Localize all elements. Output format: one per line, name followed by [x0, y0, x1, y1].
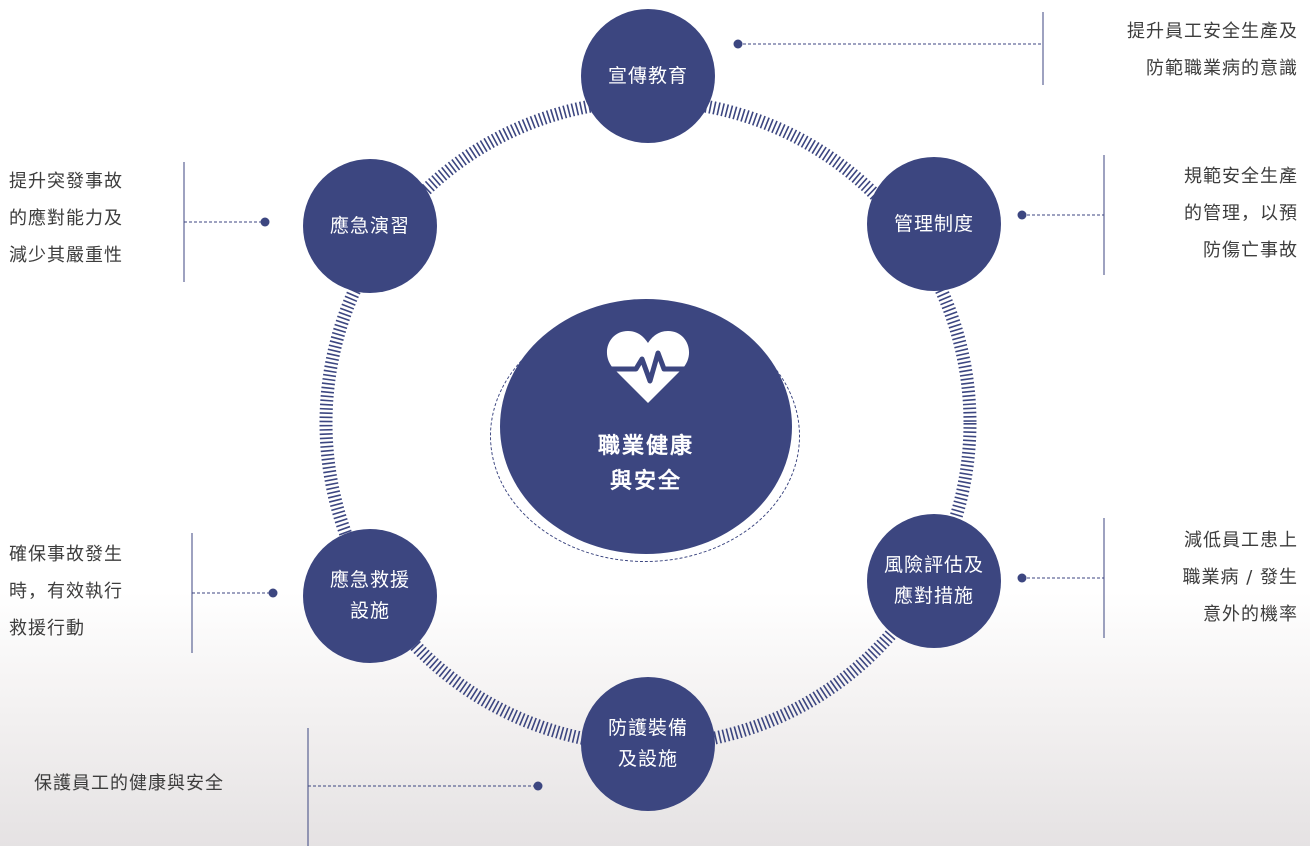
- node-protective-equipment: 防護裝備 及設施: [581, 677, 715, 811]
- connector-dot: [1017, 573, 1027, 583]
- center-title: 職業健康 與安全: [597, 434, 694, 494]
- connector-management: [1017, 210, 1104, 220]
- heart-pulse-icon: [606, 331, 690, 403]
- connector-dot: [733, 39, 743, 49]
- connector-rescue: [192, 588, 278, 598]
- connector-dot: [260, 217, 270, 227]
- description-education: 提升員工安全生產及 防範職業病的意識: [1127, 21, 1298, 79]
- node-emergency-drill: 應急演習: [303, 159, 437, 293]
- connector-dot: [533, 781, 543, 791]
- description-risk-assessment: 減低員工患上 職業病 / 發生 意外的機率: [1182, 530, 1298, 625]
- connector-education: [733, 39, 1042, 49]
- description-protective-equipment: 保護員工的健康與安全: [34, 773, 224, 794]
- connector-drill: [184, 217, 270, 227]
- center-hub: 職業健康 與安全: [500, 299, 792, 554]
- description-emergency-drill: 提升突發事故 的應對能力及 減少其嚴重性: [9, 171, 123, 266]
- description-management: 規範安全生產 的管理，以預 防傷亡事故: [1184, 166, 1298, 261]
- description-emergency-rescue: 確保事故發生 時，有效執行 救援行動: [9, 544, 123, 639]
- node-education: 宣傳教育: [581, 9, 715, 143]
- node-risk-assessment: 風險評估及 應對措施: [867, 514, 1001, 648]
- connector-risk: [1017, 573, 1104, 583]
- connector-dot: [268, 588, 278, 598]
- connector-protection: [308, 781, 543, 791]
- node-emergency-rescue: 應急救援 設施: [303, 529, 437, 663]
- connector-dot: [1017, 210, 1027, 220]
- node-management: 管理制度: [867, 157, 1001, 291]
